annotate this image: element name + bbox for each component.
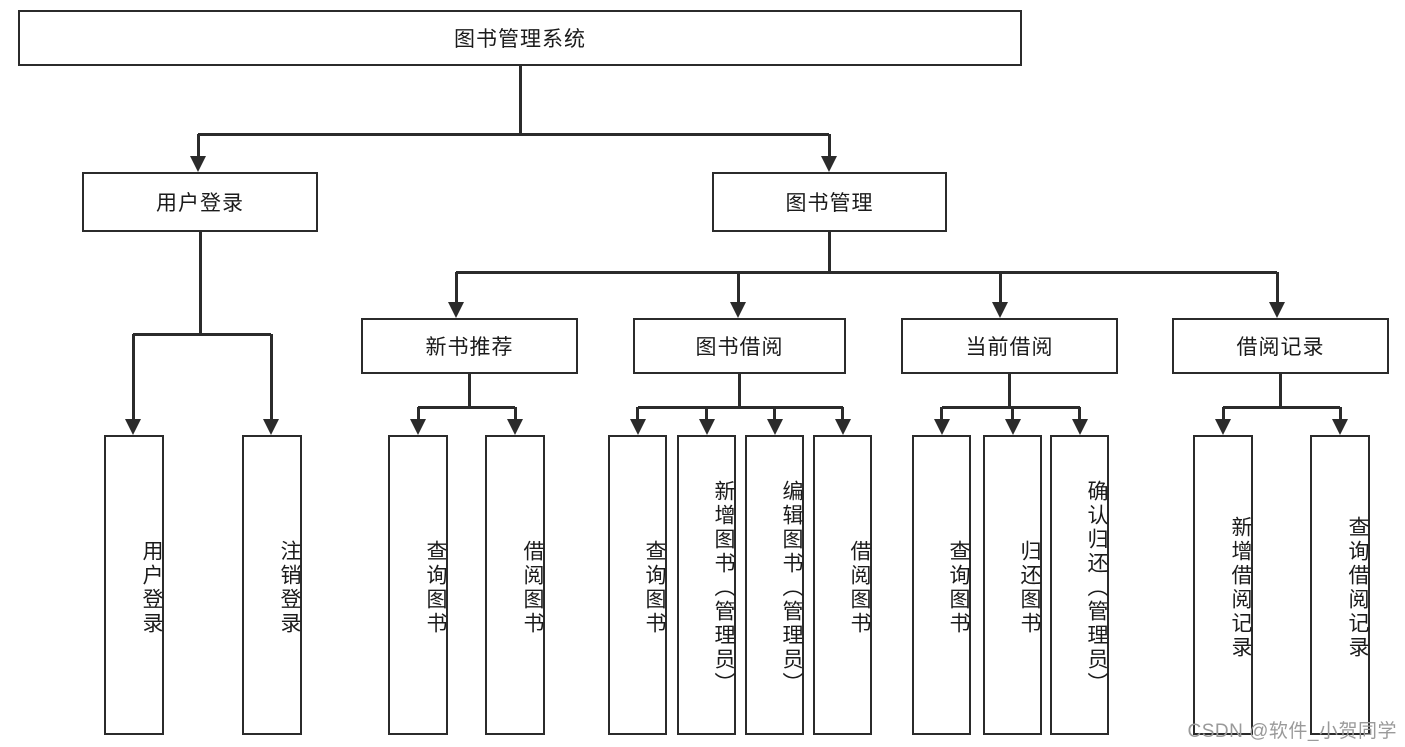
connector-horizontal: [1223, 405, 1340, 409]
connector-vertical: [828, 232, 831, 272]
connector-vertical: [738, 374, 741, 407]
arrowhead-icon: [933, 419, 950, 435]
node-user-login[interactable]: 用户登录: [82, 172, 318, 232]
connector-horizontal: [418, 405, 515, 409]
connector-vertical: [454, 272, 458, 304]
leaf-node-label: 新增借阅记录: [1229, 516, 1252, 660]
connector-vertical: [269, 334, 273, 421]
connector-horizontal: [637, 405, 843, 409]
leaf-node[interactable]: 借阅图书: [813, 435, 872, 735]
arrowhead-icon: [1004, 419, 1021, 435]
node-book-borrow[interactable]: 图书借阅: [633, 318, 846, 374]
leaf-node[interactable]: 确认归还（管理员）: [1050, 435, 1109, 735]
arrowhead-icon: [190, 156, 206, 172]
connector-vertical: [736, 272, 740, 304]
leaf-node-label: 查询图书: [947, 540, 970, 636]
connector-vertical: [131, 334, 135, 421]
connector-vertical: [1011, 407, 1014, 421]
leaf-node-label: 用户登录: [140, 540, 163, 636]
arrowhead-icon: [410, 419, 426, 435]
leaf-node[interactable]: 查询图书: [912, 435, 971, 735]
node-new-book-recommend[interactable]: 新书推荐: [361, 318, 578, 374]
connector-horizontal: [198, 132, 829, 136]
connector-vertical: [1008, 374, 1011, 407]
arrowhead-icon: [992, 302, 1008, 318]
leaf-node[interactable]: 编辑图书（管理员）: [745, 435, 804, 735]
connector-vertical: [636, 407, 639, 421]
connector-horizontal: [133, 332, 271, 336]
leaf-node-label: 编辑图书（管理员）: [780, 480, 803, 696]
leaf-node-label: 注销登录: [278, 540, 301, 636]
connector-horizontal: [456, 270, 1277, 274]
arrowhead-icon: [730, 302, 746, 318]
leaf-node-label: 查询图书: [643, 540, 666, 636]
connector-vertical: [198, 232, 202, 334]
leaf-node[interactable]: 查询图书: [608, 435, 667, 735]
connector-vertical: [1275, 272, 1279, 304]
leaf-node-label: 查询图书: [424, 540, 447, 636]
connector-vertical: [518, 66, 522, 134]
arrowhead-icon: [448, 302, 464, 318]
arrowhead-icon: [766, 419, 783, 435]
leaf-node[interactable]: 新增借阅记录: [1193, 435, 1253, 735]
connector-vertical: [416, 407, 420, 421]
node-root-system[interactable]: 图书管理系统: [18, 10, 1022, 66]
arrowhead-icon: [834, 419, 851, 435]
arrowhead-icon: [125, 419, 141, 435]
connector-vertical: [1338, 407, 1342, 421]
connector-vertical: [773, 407, 776, 421]
leaf-node-label: 借阅图书: [848, 540, 871, 636]
connector-vertical: [196, 134, 200, 158]
connector-vertical: [513, 407, 517, 421]
arrowhead-icon: [263, 419, 279, 435]
connector-vertical: [468, 374, 471, 407]
arrowhead-icon: [1332, 419, 1348, 435]
leaf-node[interactable]: 借阅图书: [485, 435, 545, 735]
arrowhead-icon: [1269, 302, 1285, 318]
leaf-node[interactable]: 查询图书: [388, 435, 448, 735]
connector-vertical: [1078, 407, 1081, 421]
connector-horizontal: [941, 405, 1080, 409]
connector-vertical: [841, 407, 844, 421]
connector-vertical: [1279, 374, 1282, 407]
leaf-node-label: 借阅图书: [521, 540, 544, 636]
connector-vertical: [998, 272, 1002, 304]
leaf-node[interactable]: 查询借阅记录: [1310, 435, 1370, 735]
arrowhead-icon: [629, 419, 646, 435]
watermark-text: CSDN @软件_小贺同学: [1187, 721, 1397, 742]
connector-vertical: [705, 407, 708, 421]
connector-vertical: [827, 134, 831, 158]
leaf-node-label: 确认归还（管理员）: [1085, 480, 1108, 696]
arrowhead-icon: [1071, 419, 1088, 435]
arrowhead-icon: [1215, 419, 1231, 435]
leaf-node-label: 查询借阅记录: [1346, 516, 1369, 660]
leaf-node-label: 归还图书: [1018, 540, 1041, 636]
leaf-node-label: 新增图书（管理员）: [712, 480, 735, 696]
leaf-node[interactable]: 新增图书（管理员）: [677, 435, 736, 735]
node-borrow-record[interactable]: 借阅记录: [1172, 318, 1389, 374]
node-book-management[interactable]: 图书管理: [712, 172, 947, 232]
leaf-node[interactable]: 归还图书: [983, 435, 1042, 735]
arrowhead-icon: [507, 419, 523, 435]
leaf-node[interactable]: 用户登录: [104, 435, 164, 735]
arrowhead-icon: [698, 419, 715, 435]
connector-vertical: [1221, 407, 1225, 421]
arrowhead-icon: [821, 156, 837, 172]
leaf-node[interactable]: 注销登录: [242, 435, 302, 735]
connector-vertical: [940, 407, 943, 421]
node-current-borrow[interactable]: 当前借阅: [901, 318, 1118, 374]
